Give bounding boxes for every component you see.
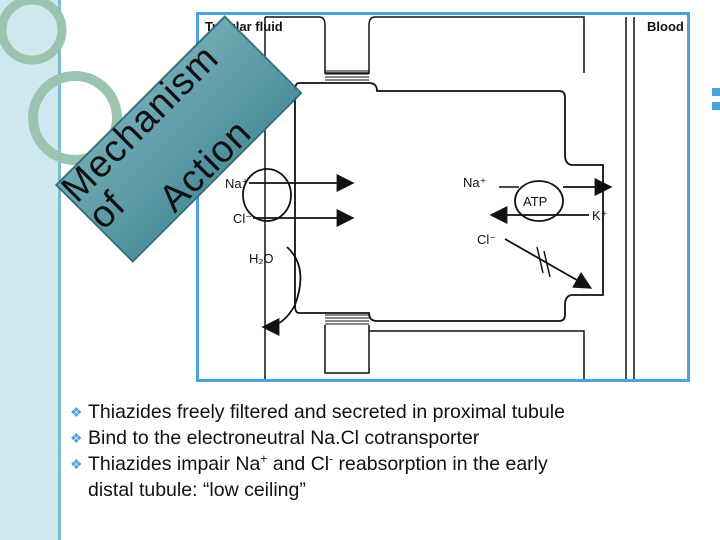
bullet-text-3-sup1: +	[260, 451, 268, 466]
bullet-text-2: Bind to the electroneutral Na.Cl cotrans…	[88, 427, 480, 449]
corner-square-bottom	[712, 102, 720, 110]
bullet-marker-icon: ❖	[70, 404, 83, 420]
cl-channel-mark-2	[543, 250, 551, 278]
bullet-item-1: ❖ Thiazides freely filtered and secreted…	[70, 400, 710, 425]
decor-circle-middle	[28, 71, 122, 165]
bullet-marker-icon: ❖	[70, 430, 83, 446]
bullet-item-2: ❖ Bind to the electroneutral Na.Cl cotra…	[70, 426, 710, 451]
bullet-text-3-mid: and Cl	[267, 453, 330, 475]
bullet-marker-icon: ❖	[70, 456, 83, 472]
label-k: K⁺	[592, 208, 608, 223]
bullet-text-1: Thiazides freely filtered and secreted i…	[88, 401, 565, 423]
lower-cell-outline	[324, 325, 585, 379]
label-na-cell: Na⁺	[463, 175, 486, 190]
atpase-pump	[514, 180, 564, 222]
bullet-item-3-continuation: distal tubule: “low ceiling”	[88, 479, 306, 501]
left-bar-edge	[58, 0, 61, 540]
bullet-text-3-pre: Thiazides impair Na	[88, 453, 261, 475]
bullet-text-3-post: reabsorption in the early	[333, 453, 548, 475]
label-na-lumen: Na⁺	[225, 176, 248, 191]
bullet-text-3-sup2: -	[329, 451, 334, 466]
label-cl-lumen: Cl⁻	[233, 211, 252, 226]
water-arrow	[261, 246, 302, 336]
corner-square-top	[712, 88, 720, 96]
label-atp: ATP	[523, 194, 547, 209]
bullet-item-3: ❖ Thiazides impair Na+ and Cl- reabsorpt…	[70, 452, 710, 477]
tight-junction-bottom	[325, 314, 369, 325]
label-blood: Blood	[647, 19, 684, 34]
bullet-list: ❖ Thiazides freely filtered and secreted…	[70, 400, 710, 503]
label-h2o: H₂O	[249, 251, 274, 266]
epithelial-cell	[294, 82, 604, 322]
upper-cell-outline	[265, 16, 585, 74]
label-cl-cell: Cl⁻	[477, 232, 496, 247]
nacl-cotransporter	[242, 168, 292, 222]
decor-circle-top	[0, 0, 67, 65]
tight-junction-top	[325, 70, 369, 81]
cl-channel-mark-1	[536, 246, 544, 274]
